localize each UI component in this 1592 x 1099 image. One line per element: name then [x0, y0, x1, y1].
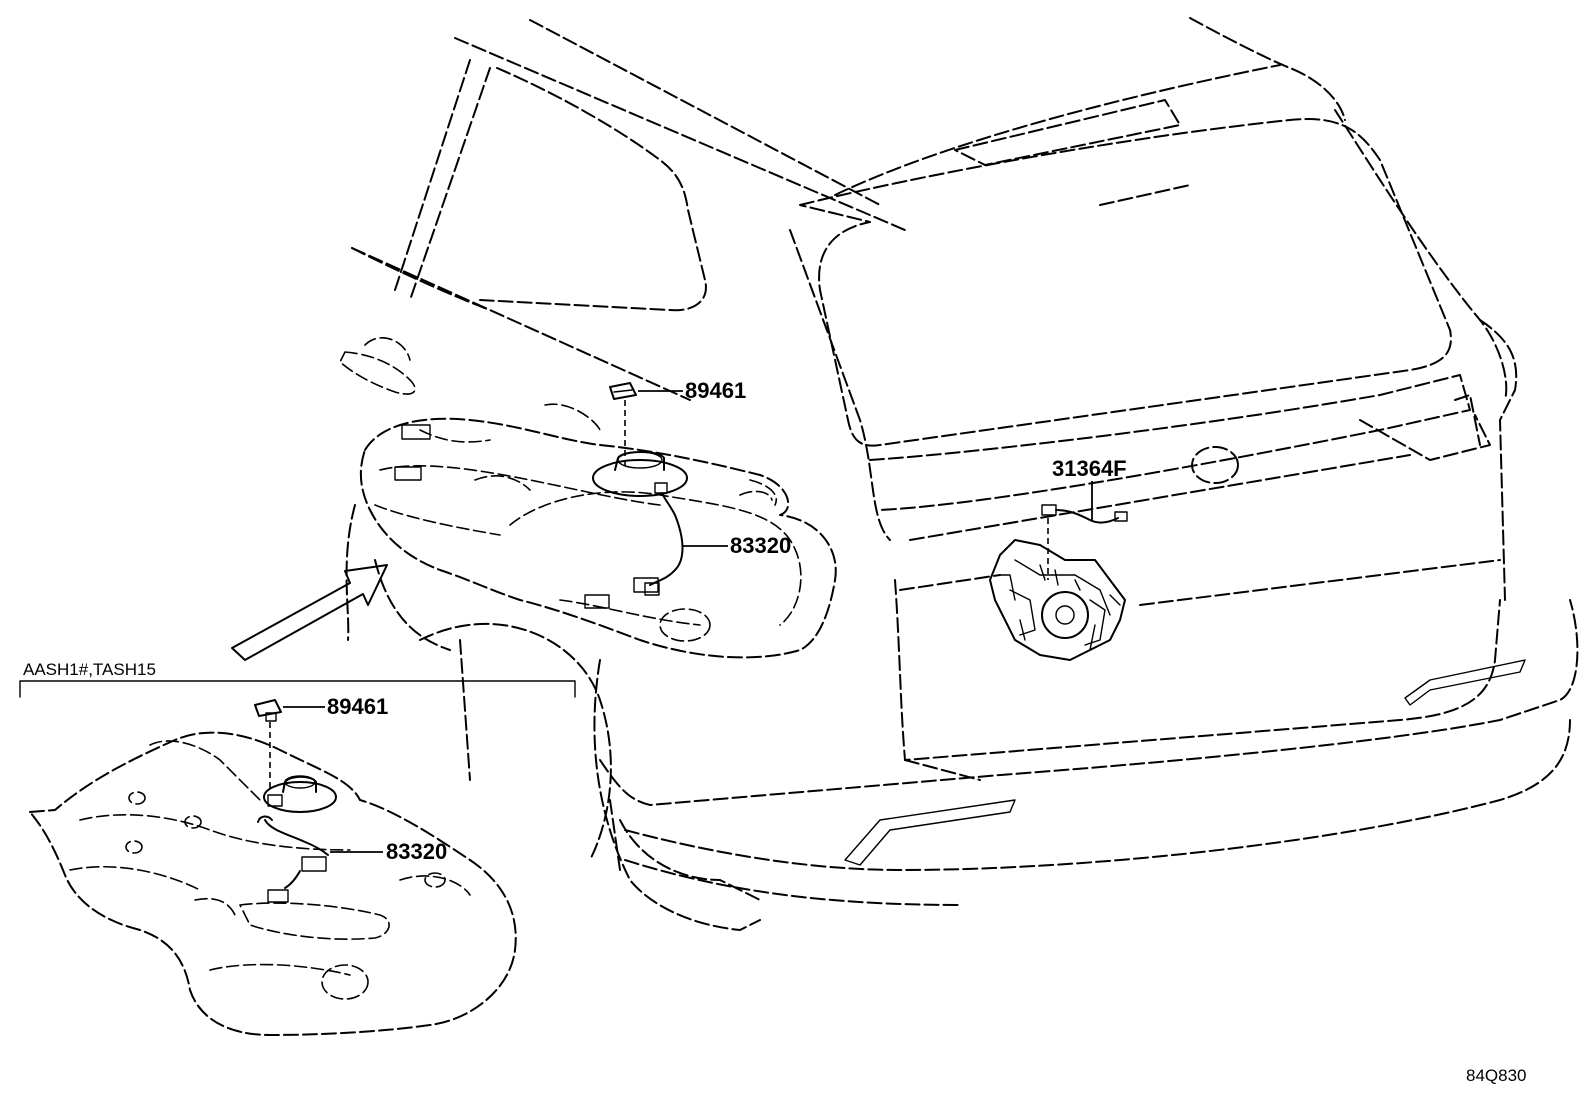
- callout-label-89461-inset[interactable]: 89461: [327, 694, 388, 719]
- fuel-sender-gauge-icon: [257, 775, 337, 889]
- direction-arrow-icon: [231, 564, 388, 661]
- fuel-sensor-connector-icon: [1041, 481, 1128, 580]
- fuel-sensor-connector-icon: [609, 382, 637, 470]
- callout-label-89461[interactable]: 89461: [685, 378, 746, 403]
- vehicle-rear-outline-icon: [339, 17, 1579, 931]
- fuel-tank-icon: [29, 731, 517, 1036]
- figure-code: 84Q830: [1466, 1066, 1527, 1085]
- fuel-sender-gauge-icon: [592, 451, 688, 596]
- callout-label-31364F[interactable]: 31364F: [1052, 456, 1127, 481]
- transfer-case-icon: [989, 539, 1126, 661]
- callout-label-83320[interactable]: 83320: [730, 533, 791, 558]
- inset-variant-label: AASH1#,TASH15: [23, 660, 156, 679]
- callout-label-83320-inset[interactable]: 83320: [386, 839, 447, 864]
- inset-frame: [19, 680, 576, 698]
- fuel-tank-icon: [359, 403, 837, 659]
- fuel-sensor-connector-icon: [254, 699, 282, 790]
